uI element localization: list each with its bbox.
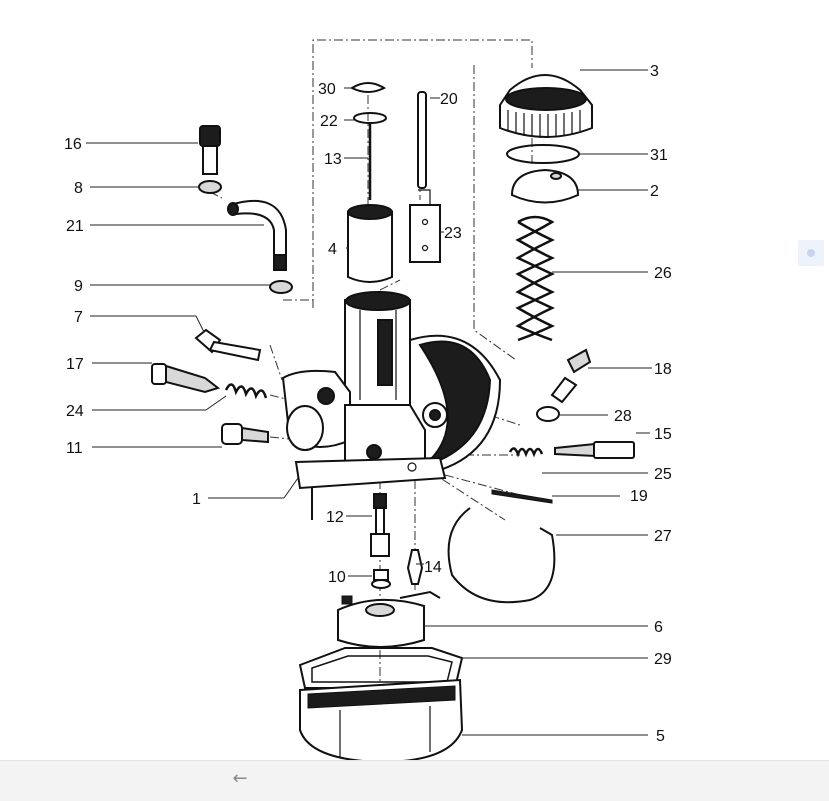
callout-20: 20 xyxy=(440,91,458,108)
part-26-spring xyxy=(515,215,555,342)
part-2-top-cover xyxy=(510,168,580,204)
callout-labels: 1 2 3 4 5 6 7 8 9 10 11 12 13 14 15 16 1… xyxy=(64,63,672,745)
callout-9: 9 xyxy=(74,278,83,295)
part-12-jet-holder xyxy=(370,493,390,557)
callout-11: 11 xyxy=(66,440,83,457)
part-14-float-needle xyxy=(406,549,424,585)
part-15-screw xyxy=(554,441,635,459)
part-28-washer xyxy=(536,406,560,422)
callout-4: 4 xyxy=(328,241,337,258)
part-24-spring xyxy=(224,383,268,400)
part-30-clip xyxy=(349,82,387,93)
callout-leaders xyxy=(86,69,652,736)
part-21-hose xyxy=(227,199,287,271)
callout-23: 23 xyxy=(444,225,462,242)
callout-3: 3 xyxy=(650,63,659,80)
callout-13: 13 xyxy=(324,151,342,168)
bottom-toolbar: ← xyxy=(0,760,829,801)
part-4-slide xyxy=(347,204,393,283)
callout-1: 1 xyxy=(192,491,201,508)
part-18-fitting xyxy=(550,348,592,404)
callout-14: 14 xyxy=(424,559,442,576)
callout-29: 29 xyxy=(654,651,672,668)
callout-28: 28 xyxy=(614,408,632,425)
part-17-screw xyxy=(151,363,221,394)
callout-31: 31 xyxy=(650,147,668,164)
callout-8: 8 xyxy=(74,180,83,197)
part-16-adjuster xyxy=(199,125,221,175)
part-3-cap xyxy=(499,74,593,138)
part-23-bracket xyxy=(409,189,441,263)
callout-24: 24 xyxy=(66,403,84,420)
callout-6: 6 xyxy=(654,619,663,636)
part-7-bolt xyxy=(194,328,262,362)
side-panel-toggle[interactable] xyxy=(798,240,824,266)
part-20-rod xyxy=(417,91,427,189)
callout-17: 17 xyxy=(66,356,84,373)
part-5-float-bowl xyxy=(299,678,464,760)
callout-30: 30 xyxy=(318,81,336,98)
callout-22: 22 xyxy=(320,113,338,130)
part-11-screw xyxy=(221,423,269,445)
callout-5: 5 xyxy=(656,728,665,745)
callout-7: 7 xyxy=(74,309,83,326)
callout-15: 15 xyxy=(654,426,672,443)
part-10-jet xyxy=(371,569,391,589)
part-27-wire-clip xyxy=(447,507,556,604)
callout-25: 25 xyxy=(654,466,672,483)
arrow-left-icon[interactable]: ← xyxy=(232,768,248,789)
dot-icon xyxy=(807,249,815,257)
part-25-spring xyxy=(508,447,544,458)
callout-12: 12 xyxy=(326,509,344,526)
part-6-float xyxy=(337,590,441,648)
part-31-o-ring xyxy=(506,144,580,164)
callout-2: 2 xyxy=(650,183,659,200)
callout-19: 19 xyxy=(630,488,648,505)
carburetor-exploded-diagram: 1 2 3 4 5 6 7 8 9 10 11 12 13 14 15 16 1… xyxy=(64,39,672,760)
part-22-washer xyxy=(353,112,387,124)
callout-10: 10 xyxy=(328,569,346,586)
callout-21: 21 xyxy=(66,218,84,235)
part-19-pin xyxy=(491,489,553,504)
callout-26: 26 xyxy=(654,265,672,282)
part-8-nut xyxy=(198,180,222,194)
part-9-nut xyxy=(269,280,293,294)
callout-18: 18 xyxy=(654,361,672,378)
callout-27: 27 xyxy=(654,528,672,545)
part-1-body xyxy=(281,291,502,520)
callout-16: 16 xyxy=(64,136,82,153)
